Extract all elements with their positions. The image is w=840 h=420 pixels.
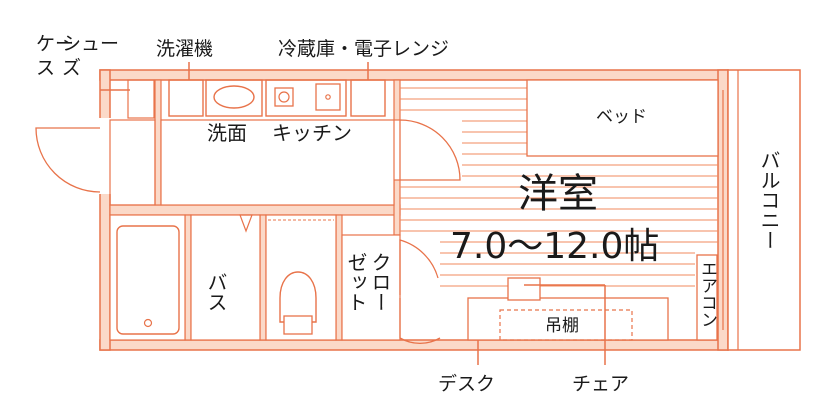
aircon <box>696 254 718 341</box>
stove-burner-1-ring <box>278 91 290 103</box>
desk <box>467 297 669 341</box>
entrance-area <box>109 119 156 206</box>
shoe-case-box <box>127 79 155 119</box>
shoe-case-label-line3: ケー <box>36 33 74 55</box>
desk-label: デスク <box>438 373 495 395</box>
fridge-microwave-label: 冷蔵庫・電子レンジ <box>278 38 449 60</box>
flooring-lines <box>400 87 718 287</box>
toilet-tank <box>283 315 313 335</box>
washing-machine-label: 洗濯機 <box>156 38 213 60</box>
sink <box>315 83 341 111</box>
closet-door-swing-2 <box>399 298 441 345</box>
closet <box>341 234 401 341</box>
stove <box>265 79 347 117</box>
leader-lines <box>100 62 606 365</box>
chair <box>507 277 541 301</box>
balcony-label: バルコニー <box>757 150 781 250</box>
toilet <box>279 271 317 323</box>
washroom-label: 洗面 <box>207 121 247 145</box>
bed <box>526 79 719 157</box>
shelf-label: 吊棚 <box>545 316 579 336</box>
chair-label: チェア <box>572 373 629 395</box>
shoe-case-label-line4: ス <box>36 57 55 79</box>
sink-drain <box>325 94 331 100</box>
bath-label: バス <box>204 272 228 312</box>
closet-door-swing <box>399 239 439 295</box>
bath-changing-area <box>190 214 261 341</box>
bathtub-drain <box>143 318 153 328</box>
fridge <box>350 79 386 117</box>
kitchen-counter <box>160 119 395 206</box>
washing-machine <box>168 79 204 117</box>
bathtub <box>116 225 180 335</box>
washbasin-unit <box>205 79 263 117</box>
hanging-shelf <box>499 309 633 341</box>
western-room-label: 洋室 <box>518 171 598 217</box>
closet-label-col1: クロー <box>368 252 392 312</box>
entrance-door-swing <box>35 127 101 193</box>
bed-label: ベッド <box>596 107 647 127</box>
closet-label-col2: ゼット <box>344 252 368 312</box>
aircon-label: エアコン <box>697 260 717 328</box>
bath-door-mark <box>239 214 253 233</box>
kitchen-door-swing <box>399 119 461 181</box>
room-area-label: 7.0～12.0帖 <box>450 226 659 267</box>
door-opening <box>98 118 112 194</box>
washbasin-bowl <box>213 85 255 109</box>
shoe-case-label-line1: シュー <box>62 33 119 55</box>
kitchen-label: キッチン <box>272 121 352 145</box>
stove-burner-1 <box>274 87 294 107</box>
balcony-area <box>727 69 801 351</box>
shoe-case-label-line2: ズ <box>62 57 81 79</box>
